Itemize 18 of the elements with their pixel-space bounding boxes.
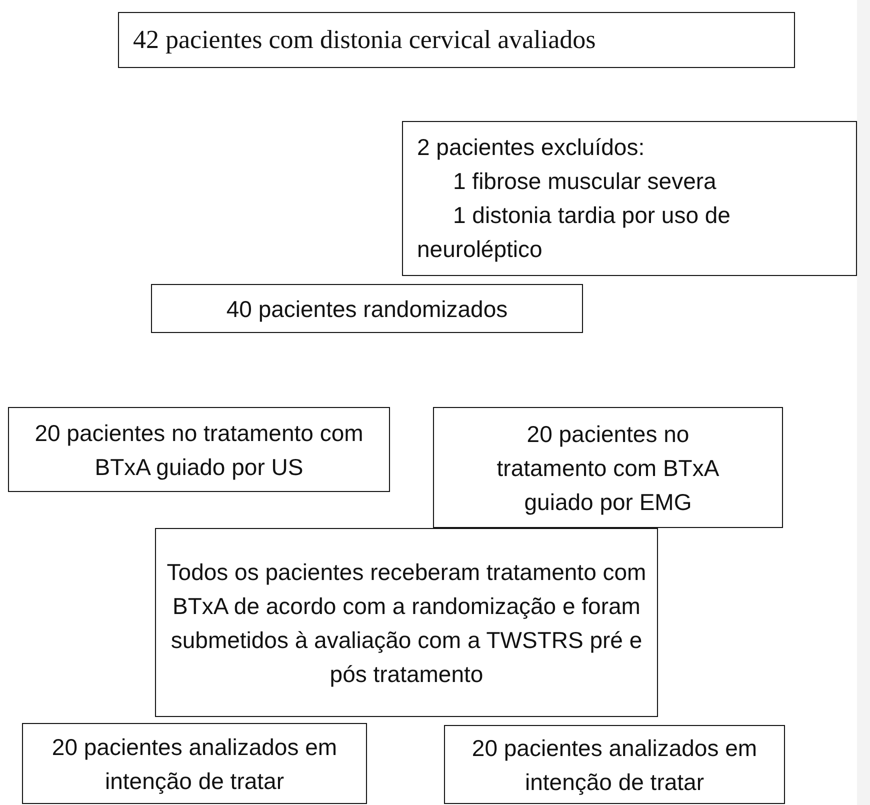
process-box: [22, 723, 367, 804]
box-text: 1 distonia tardia por uso de neuroléptico: [417, 201, 732, 264]
box-text: 42 pacientes com distonia cervical avaliados: [133, 24, 597, 56]
exclusion-box: [402, 121, 857, 276]
box-text: 20 pacientes no tratamento com BTxA guiado por EMG: [496, 420, 720, 517]
process-box: [444, 725, 785, 804]
process-box: [8, 407, 390, 492]
box-text: 40 pacientes randomizados: [225, 294, 509, 324]
process-box: [151, 284, 583, 333]
box-text: 20 pacientes analizados em intenção de tratar: [470, 734, 758, 797]
process-box: [155, 528, 658, 717]
process-box: [433, 407, 783, 528]
box-text: 20 pacientes analizados em intenção de tratar: [50, 732, 338, 796]
box-text: 1 fibrose muscular severa: [452, 167, 718, 196]
box-text: 2 pacientes excluídos:: [417, 133, 646, 162]
process-box: [118, 12, 795, 68]
box-text: Todos os pacientes receberam tratamento com BTxA de acordo com a randomização e foram submetidos à avaliação com a TWSTRS pré e pós tratamento: [166, 558, 648, 689]
box-text: 20 pacientes no tratamento com BTxA guiado por US: [34, 418, 364, 482]
